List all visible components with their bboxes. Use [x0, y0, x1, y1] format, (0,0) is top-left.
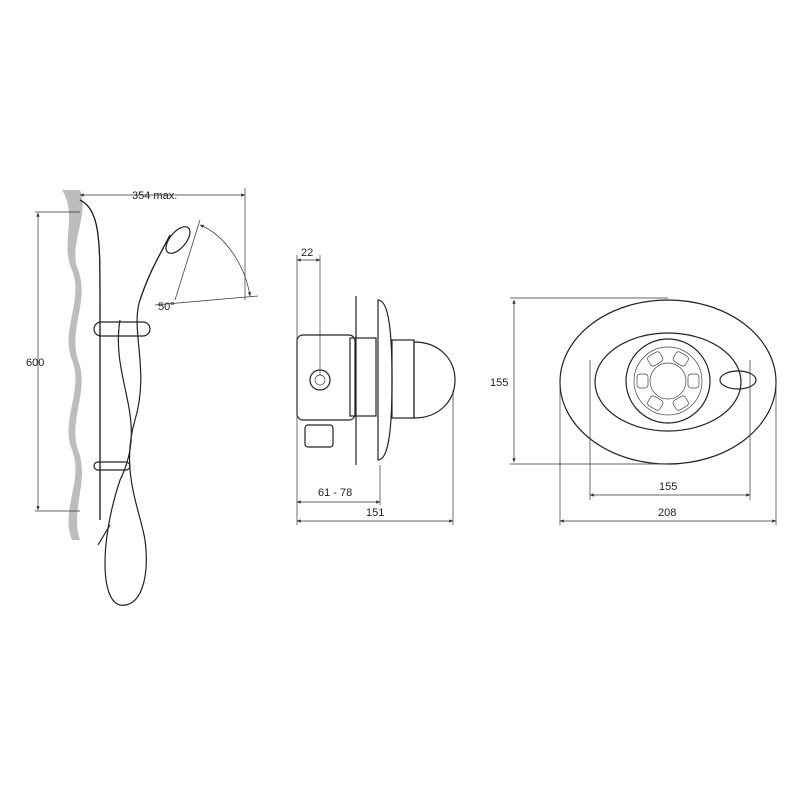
side-total-label: 151 — [366, 507, 384, 519]
front-outer-width-label: 208 — [658, 507, 676, 519]
front-inner-width-label: 155 — [659, 481, 677, 493]
riser-rail — [79, 199, 101, 520]
wall-section — [62, 190, 83, 540]
slider-bracket — [93, 321, 151, 337]
shower-kit-view: 354 max. 600 50° — [26, 188, 259, 606]
wall-plate-outer — [559, 299, 777, 465]
control-knob-front — [625, 338, 711, 424]
knob-lever — [719, 370, 757, 390]
shower-head — [165, 226, 191, 254]
head-angle-label: 50° — [158, 301, 175, 313]
hose-connector — [97, 524, 111, 546]
side-range-label: 61 - 78 — [318, 487, 352, 499]
kit-width-label: 354 max. — [132, 190, 177, 202]
side-depth-label: 22 — [301, 247, 313, 259]
wall-plate-inner — [594, 332, 742, 432]
kit-height-label: 600 — [26, 357, 44, 369]
front-height-label: 155 — [490, 377, 508, 389]
shower-hose — [104, 299, 147, 606]
knob-grip-segments — [636, 351, 700, 411]
wall-plate-side — [377, 299, 393, 461]
control-knob-side — [413, 341, 456, 419]
valve-outlet — [304, 424, 334, 448]
soap-clip — [93, 461, 131, 471]
valve-side-view: 22 61 - 78 151 — [296, 247, 456, 525]
valve-body — [296, 334, 356, 421]
valve-front-view: 155 155 208 — [490, 297, 777, 525]
